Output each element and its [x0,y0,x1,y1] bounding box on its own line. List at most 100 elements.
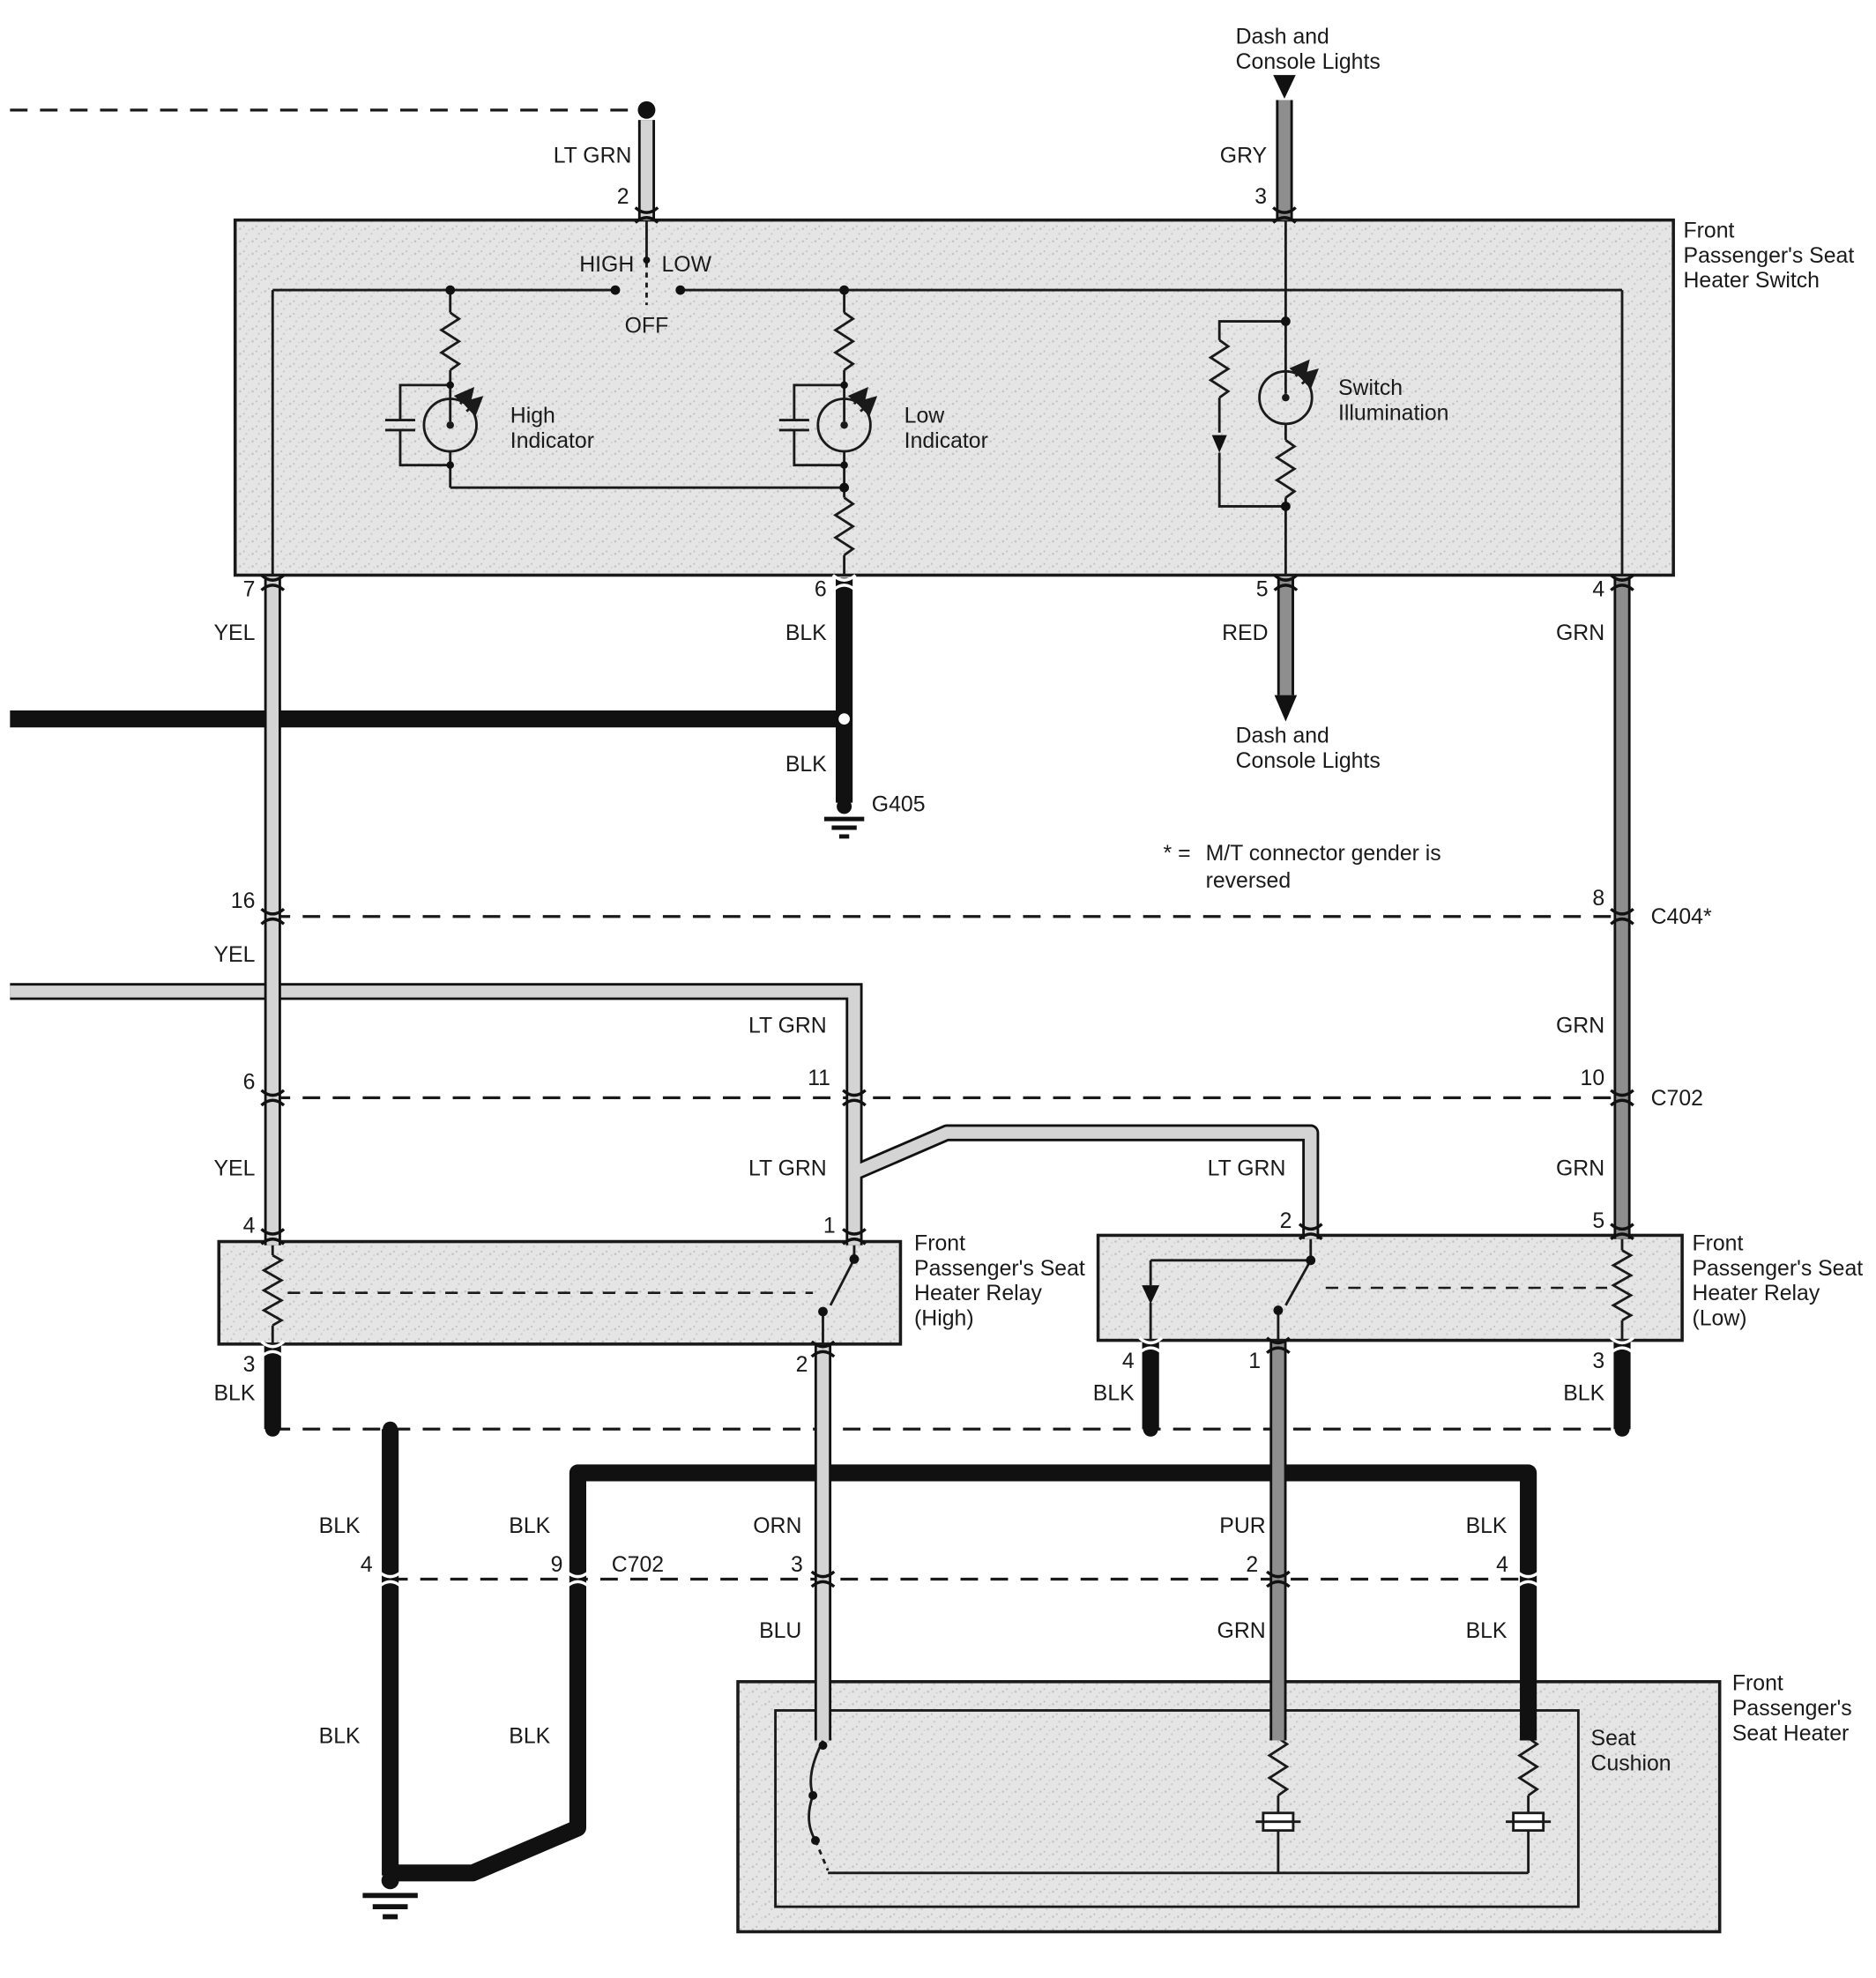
illumination-arrow-icon [1211,435,1227,453]
label-lt-grn-top: LT GRN [554,144,632,167]
relay-high-pin-4: 4 [243,1215,256,1238]
seat-heater-title-1: Front [1732,1672,1783,1696]
label-switch-illumination-1: Switch [1338,376,1403,400]
heater-switch-title-1: Front [1684,219,1735,243]
labels: LT GRN 2 Dash and Console Lights GRY 3 H… [213,26,1863,1776]
seat-cushion-box [774,1709,1580,1908]
wire-label-blk-7: BLK [509,1514,550,1538]
pin-label-4b: 4 [361,1553,373,1577]
wire-label-yel-1: YEL [213,621,255,645]
wire-label-orn: ORN [753,1514,801,1538]
wire-label-lt-grn-4: LT GRN [1208,1156,1286,1180]
component-boxes [217,218,1722,1934]
wire-label-lt-grn-2: LT GRN [748,1015,827,1038]
label-high: HIGH [579,253,634,277]
wire-label-grn-1: GRN [1556,621,1604,645]
heater-switch-title-3: Heater Switch [1684,269,1820,293]
label-dash-console-top-1: Dash and [1236,26,1329,49]
pin-label-3b: 3 [791,1553,803,1577]
label-low-indicator-2: Indicator [904,429,988,453]
label-seat-cushion-1: Seat [1591,1727,1636,1751]
connector-label-c702-lower: C702 [612,1553,664,1577]
pin-label-11: 11 [808,1067,830,1090]
note-line-2: reversed [1206,869,1292,893]
wire-label-grn-4: GRN [1217,1619,1266,1643]
seat-heater-box [736,1680,1722,1934]
pin-label-4: 4 [1592,578,1604,602]
pin-label-6: 6 [815,578,827,602]
wire-label-blk-8: BLK [1466,1514,1508,1538]
wire-label-blk-10: BLK [509,1724,550,1748]
connector-label-c404: C404* [1651,905,1712,929]
wire-label-yel-2: YEL [213,943,255,967]
wire-label-lt-grn-3: LT GRN [748,1156,827,1180]
pin-label-9: 9 [551,1553,563,1577]
label-low-indicator-1: Low [904,404,945,428]
label-g405: G405 [872,793,926,817]
relay-low-box [1096,1233,1684,1342]
relay-low-title-3: Heater Relay [1692,1282,1820,1305]
label-dash-console-bottom-2: Console Lights [1236,749,1381,773]
dash-console-arrow-top-icon [1273,75,1296,100]
pin-label-4c: 4 [1496,1553,1508,1577]
pin-label-8: 8 [1592,887,1604,911]
wire-label-blk-2: BLK [785,753,827,777]
relay-high-title-2: Passenger's Seat [914,1257,1085,1281]
wire-label-blk-3: BLK [213,1382,255,1406]
terminal-dot [637,100,656,119]
label-off: OFF [625,314,669,338]
wire-label-yel-3: YEL [213,1156,255,1180]
seat-heater-title-3: Seat Heater [1732,1721,1849,1745]
wire-label-pur: PUR [1219,1514,1265,1538]
pin-label-5: 5 [1256,578,1269,602]
relay-low-pin-2: 2 [1280,1209,1292,1233]
wire-label-blk-4: BLK [1093,1382,1135,1406]
wire-label-blk-6: BLK [319,1514,361,1538]
wire-lt-grn-horizontal [10,992,854,1099]
label-high-indicator-2: Indicator [510,429,594,453]
seat-heater-title-2: Passenger's [1732,1697,1852,1721]
wire-blk-heater-return [395,1464,1537,1882]
relay-low-title-2: Passenger's Seat [1692,1257,1863,1281]
ground-chassis-icon [362,1871,418,1920]
pin-label-7: 7 [243,578,256,602]
wire-label-blk-9: BLK [319,1724,361,1748]
pin-label-3: 3 [1254,185,1267,209]
pin-label-2: 2 [617,185,629,209]
label-dash-console-top-2: Console Lights [1236,50,1381,74]
relay-low-pin-5: 5 [1592,1209,1604,1233]
heater-switch-title-2: Passenger's Seat [1684,244,1855,268]
pin-label-16: 16 [231,889,256,913]
wire-label-blk-11: BLK [1466,1619,1508,1643]
wire-label-blk-5: BLK [1563,1382,1604,1406]
ground-g405-icon [823,799,865,839]
heater-switch-internals [271,219,1624,576]
pin-label-2b: 2 [1246,1553,1258,1577]
relay-high-title-3: Heater Relay [914,1282,1042,1305]
label-switch-illumination-2: Illumination [1338,402,1449,426]
seat-heater-internals [808,1736,1552,1875]
terminals-and-grounds [264,75,1630,1920]
label-dash-console-bottom-1: Dash and [1236,725,1329,748]
note-line-1: M/T connector gender is [1206,842,1441,866]
wire-label-red: RED [1222,621,1268,645]
wire-label-grn-3: GRN [1556,1156,1604,1180]
wire-label-grn-2: GRN [1556,1015,1604,1038]
relay-high-title-4: (High) [914,1307,974,1331]
pin-label-6b: 6 [243,1070,256,1094]
label-gry: GRY [1220,144,1267,167]
relay-low-pin-1: 1 [1248,1350,1261,1373]
relay-high-pin-3: 3 [243,1353,256,1377]
wire-label-blk-1: BLK [785,621,827,645]
note-prefix: * = [1164,842,1191,866]
relay-low-pin-4: 4 [1122,1350,1135,1373]
dash-console-arrow-bottom-icon [1274,695,1298,722]
relay-low-internals [1142,1235,1633,1341]
relay-high-title-1: Front [914,1231,965,1255]
junction-ring [836,710,852,727]
relay-low-title-4: (Low) [1692,1307,1746,1331]
pin-label-10: 10 [1581,1067,1605,1090]
relay-low-pin-3: 3 [1592,1350,1604,1373]
relay-low-title-1: Front [1692,1231,1743,1255]
